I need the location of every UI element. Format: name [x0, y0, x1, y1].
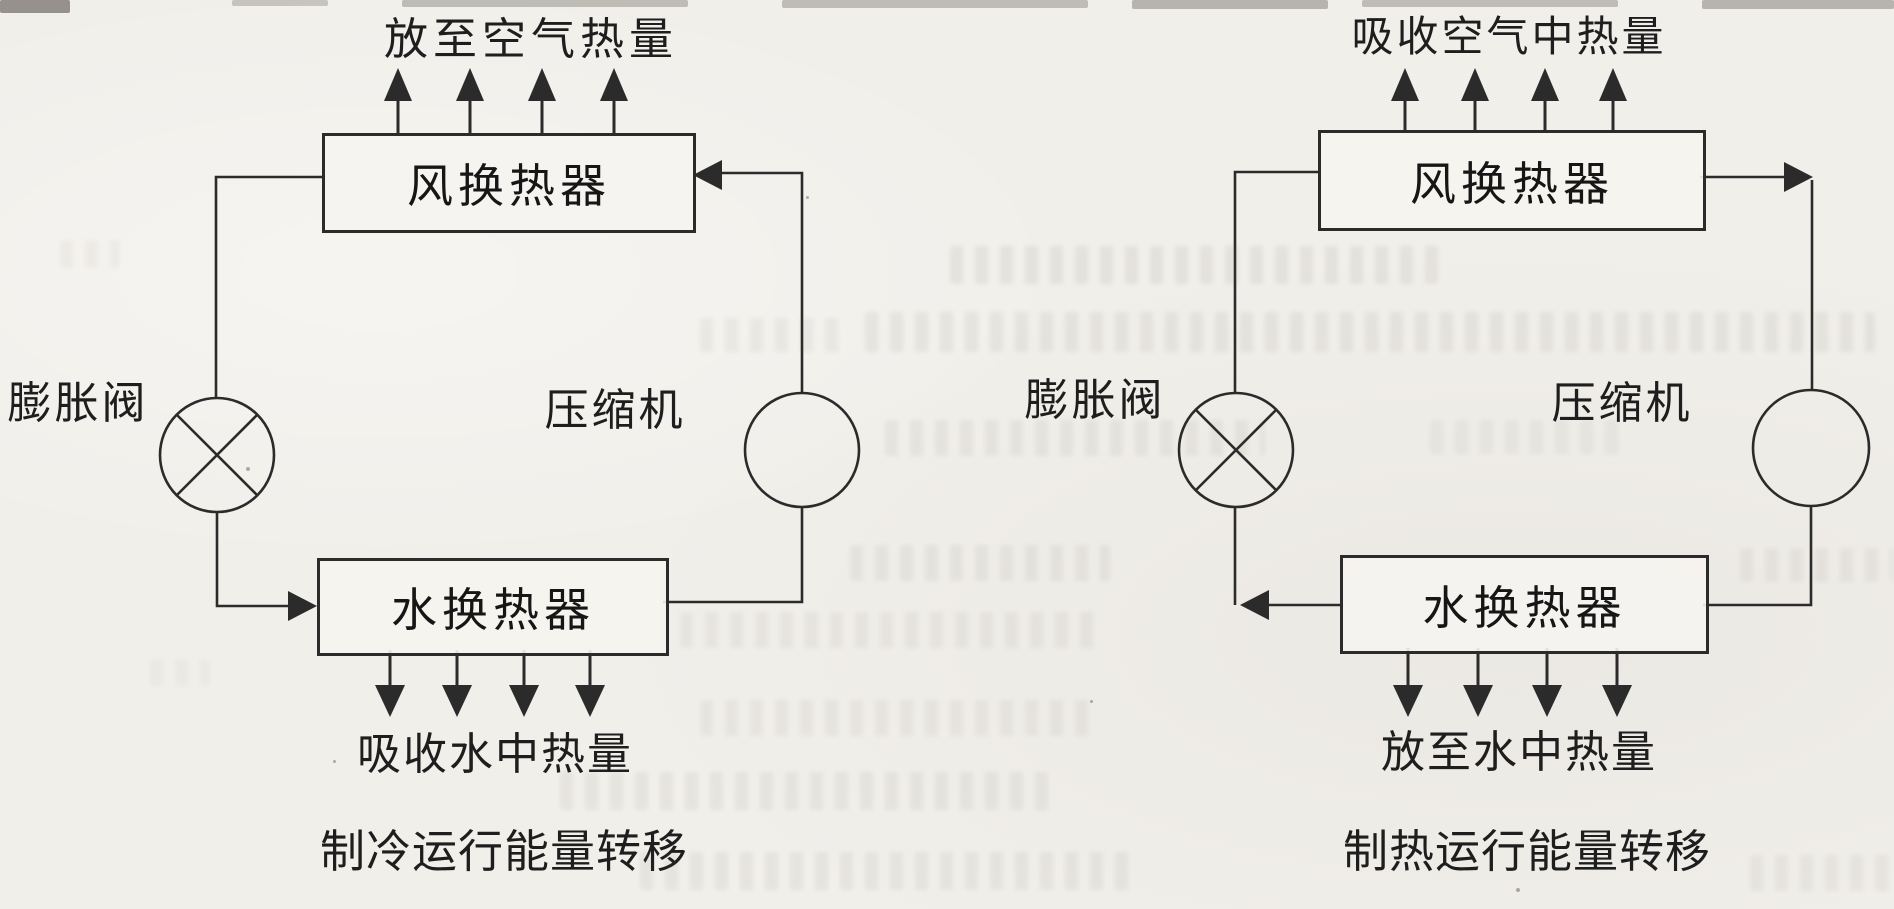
cooling-water-exchanger-label: 水换热器 [391, 583, 595, 637]
cooling-expansion-valve-symbol [158, 396, 276, 514]
heating-expansion-valve-symbol [1177, 391, 1295, 509]
heating-compressor-label: 压缩机 [1551, 378, 1693, 429]
heating-pipe-air-to-compressor [1700, 175, 1814, 391]
heating-expansion-valve-label: 膨胀阀 [1024, 375, 1166, 426]
heating-caption: 制热运行能量转移 [1342, 825, 1711, 878]
heating-pipe-air-to-valve [1233, 170, 1318, 393]
heating-bottom-heat-label: 放至水中热量 [1381, 727, 1657, 778]
heating-heat-arrows-up [1391, 68, 1627, 130]
heating-air-exchanger-box: 风换热器 [1318, 130, 1706, 231]
cooling-top-heat-label: 放至空气热量 [384, 14, 678, 65]
cooling-expansion-valve-label: 膨胀阀 [7, 378, 149, 429]
cooling-bottom-heat-label: 吸收水中热量 [357, 729, 633, 780]
cooling-compressor-symbol [743, 391, 861, 509]
cooling-water-exchanger-box: 水换热器 [317, 558, 669, 656]
cooling-heat-arrows-down [375, 650, 605, 717]
cooling-pipe-valve-to-water [215, 512, 291, 608]
cooling-flow-arrow-into-water-exchanger [288, 591, 317, 621]
cooling-pipe-water-to-compressor [663, 508, 804, 604]
cooling-heat-arrows-up [384, 68, 628, 133]
cooling-pipe-valve-to-air [214, 175, 322, 398]
heating-heat-arrows-down [1393, 648, 1632, 717]
cooling-caption: 制冷运行能量转移 [320, 825, 689, 878]
cooling-air-exchanger-box: 风换热器 [322, 133, 696, 233]
heating-top-heat-label: 吸收空气中热量 [1351, 12, 1667, 61]
heating-water-exchanger-box: 水换热器 [1340, 555, 1709, 654]
heating-pipe-water-to-valve [1233, 507, 1340, 607]
heating-air-exchanger-label: 风换热器 [1410, 156, 1614, 211]
heating-flow-arrow-toward-valve [1240, 590, 1269, 620]
heating-water-exchanger-label: 水换热器 [1422, 580, 1627, 635]
cooling-flow-arrow-into-air-exchanger [693, 160, 722, 190]
cooling-compressor-label: 压缩机 [544, 385, 686, 436]
cooling-pipe-compressor-to-air [708, 171, 804, 392]
heating-flow-arrow-toward-compressor [1784, 162, 1813, 192]
cooling-air-exchanger-label: 风换热器 [407, 159, 611, 213]
heating-pipe-compressor-to-water [1703, 506, 1813, 607]
heating-compressor-symbol [1751, 388, 1871, 508]
